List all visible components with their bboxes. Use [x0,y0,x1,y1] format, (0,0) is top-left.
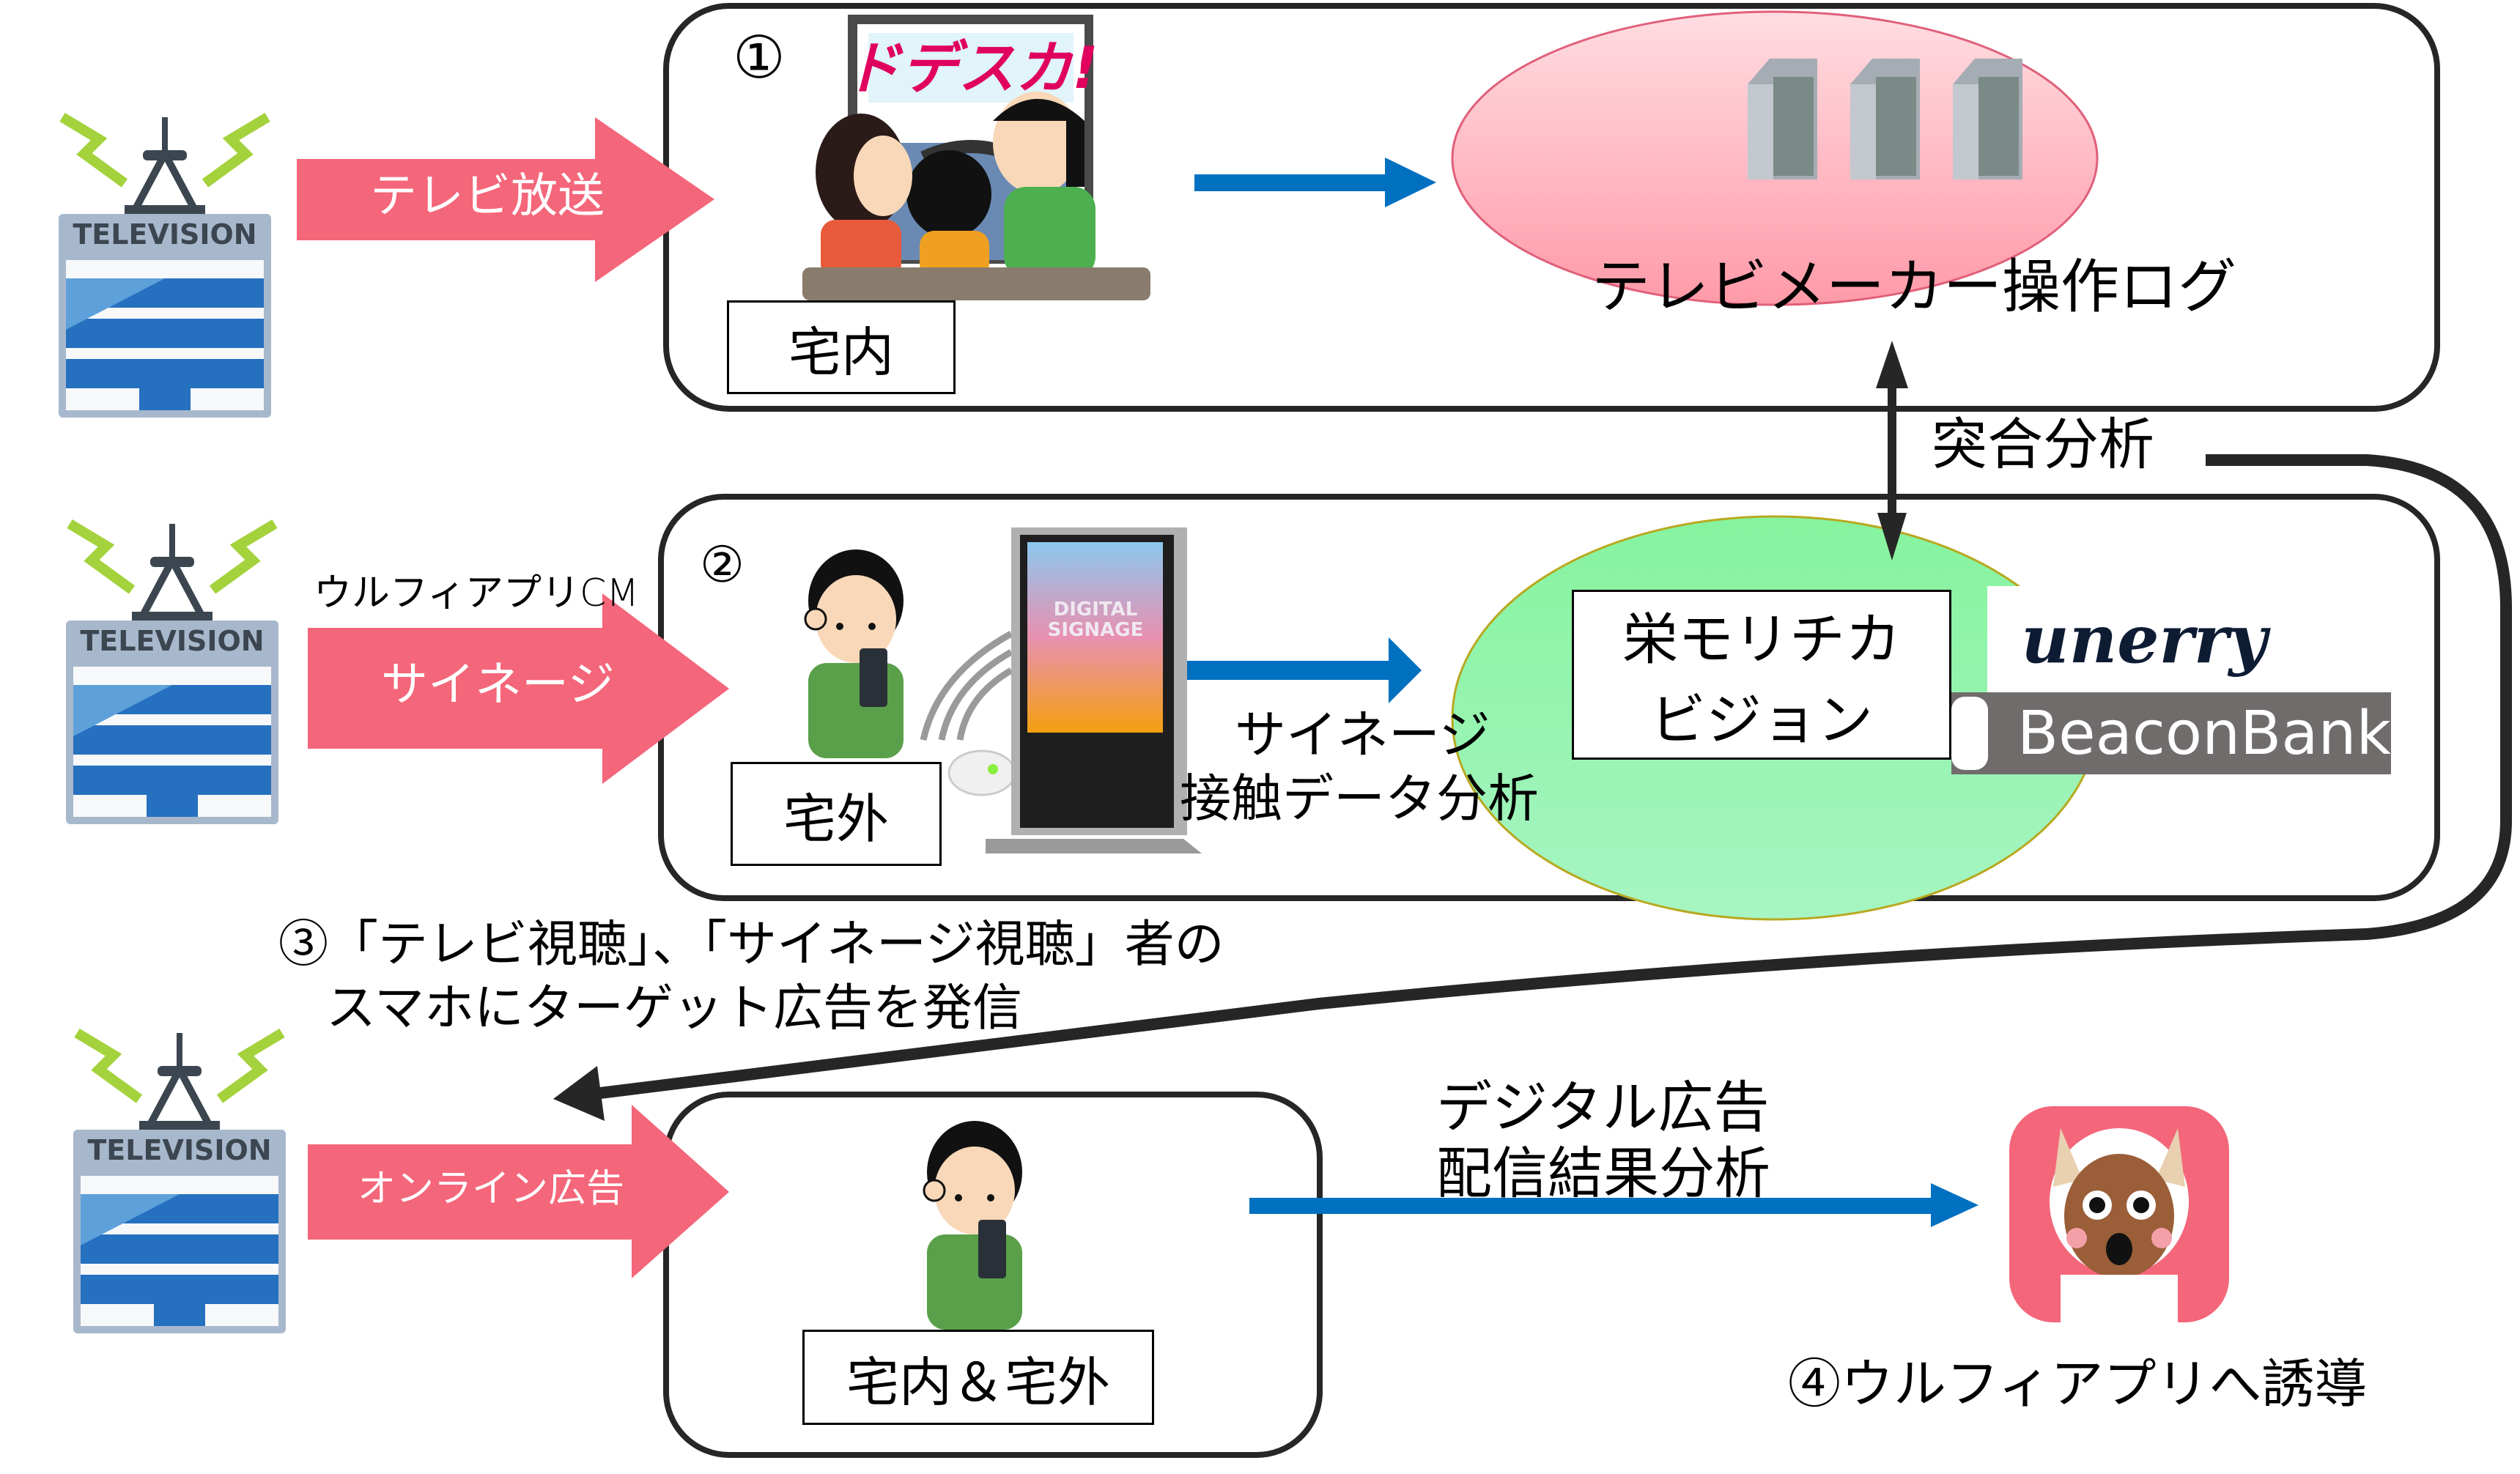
person-with-phone-illustration [790,538,922,758]
tv-station-sign: TELEVISION [80,625,265,657]
tv-station-icon [73,1028,286,1333]
beacon-signal-icon [909,630,1019,799]
location-label-home: 宅内 [727,300,956,394]
match-analysis-label: 突合分析 [1932,412,2154,477]
beaconbank-logo: BeaconBank [1951,692,2391,774]
broadcaster-2: TELEVISION [62,516,282,824]
match-analysis-arrow [1876,341,1908,560]
beaconbank-mark-icon [1951,697,1988,770]
broadcaster-3: TELEVISION [70,1026,289,1341]
signage-contact-label-1: サイネージ [1235,705,1490,765]
broadcast-arrow-tv [297,117,714,282]
unerry-logo-text: unerry [2021,601,2267,678]
step2-number: ② [700,536,744,594]
vision-label-line2: ビジョン [1650,687,1873,752]
unerry-logo: unerry [1987,586,2301,693]
step1-number: ① [733,23,786,92]
server-rack-illustration [1744,51,2066,190]
broadcast-label-online: オンライン広告 [358,1167,625,1211]
location-label-both: 宅内＆宅外 [802,1330,1154,1425]
broadcast-label-tv: テレビ放送 [370,169,605,223]
data-arrow-tv-log [1194,158,1436,207]
tv-station-sign: TELEVISION [73,218,257,251]
beaconbank-logo-text: BeaconBank [2017,698,2391,769]
step4-caption: ④ウルフィアプリへ誘導 [1788,1353,2368,1415]
digital-signage-illustration: DIGITAL SIGNAGE [982,513,1202,857]
step3-caption-line1: ③「テレビ視聴」、「サイネージ視聴」者の [278,916,1224,974]
broadcast-arrow-online [308,1105,729,1278]
family-watching-tv-illustration: ドデスカ! [795,11,1161,304]
step3-caption-line2: スマホにターゲット広告を発信 [326,979,1022,1037]
broadcaster-1: TELEVISION [55,110,275,418]
vision-label-line1: 栄モリチカ [1622,607,1901,672]
location-label-outdoor-text: 宅外 [783,788,889,850]
data-arrow-app [1249,1183,1978,1227]
tv-station-sign: TELEVISION [87,1134,272,1166]
broadcast-label-signage: サイネージ [381,658,615,712]
target-ad-arrowhead [553,1066,605,1121]
wolfy-app-icon[interactable] [2009,1106,2229,1322]
ad-result-label-1: デジタル広告 [1436,1075,1770,1140]
tv-log-label: テレビメーカー操作ログ [1592,253,2236,321]
cm-caption: ウルフィアプリCM [314,571,640,615]
tv-station-icon [66,519,278,824]
tv-screen-logo: ドデスカ! [843,36,1098,102]
person-with-phone-illustration-2 [909,1110,1041,1330]
target-ad-connector [582,454,2512,1101]
ad-result-label-2: 配信結果分析 [1436,1141,1770,1206]
broadcast-arrow-signage [308,593,729,784]
location-label-both-text: 宅内＆宅外 [846,1351,1110,1413]
location-label-home-text: 宅内 [788,321,894,383]
signage-screen-text-1: DIGITAL [1054,599,1138,621]
vision-label-box: 栄モリチカ ビジョン [1572,590,1951,760]
signage-contact-label-2: 接触データ分析 [1180,769,1539,829]
signage-screen-text-2: SIGNAGE [1048,619,1144,641]
location-label-outdoor: 宅外 [731,762,942,866]
tv-station-icon [59,112,271,418]
